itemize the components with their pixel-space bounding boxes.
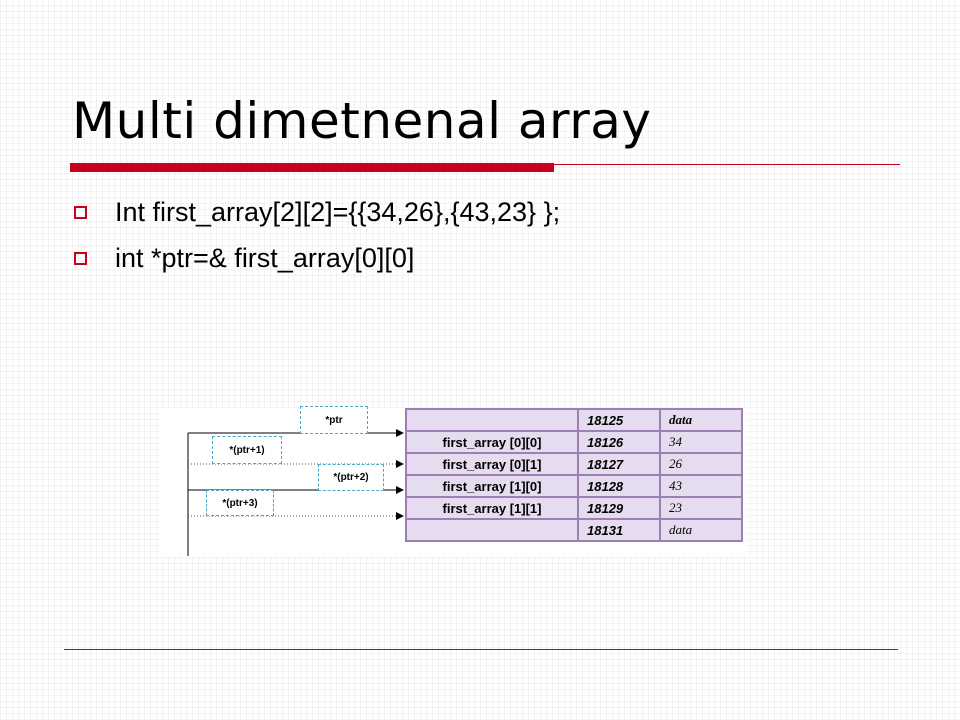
row-address: 18131 [577, 518, 661, 542]
row-name: first_array [1][1] [405, 496, 579, 520]
row-name: first_array [1][0] [405, 474, 579, 498]
row-address: 18126 [577, 430, 661, 454]
table-row: 18125 data [405, 408, 743, 432]
title-underline-bar [70, 163, 554, 172]
bullet-text: Int first_array[2][2]={{34,26},{43,23} }… [115, 196, 561, 227]
row-address: 18125 [577, 408, 661, 432]
row-name [405, 518, 579, 542]
pointer-box-ptr-1: *(ptr+1) [212, 436, 282, 464]
row-address: 18127 [577, 452, 661, 476]
table-row: first_array [1][0] 18128 43 [405, 474, 743, 498]
table-row: first_array [0][1] 18127 26 [405, 452, 743, 476]
row-name: first_array [0][1] [405, 452, 579, 476]
table-row: first_array [1][1] 18129 23 [405, 496, 743, 520]
row-address: 18128 [577, 474, 661, 498]
memory-table: 18125 data first_array [0][0] 18126 34 f… [405, 408, 743, 542]
slide-title: Multi dimetnenal array [72, 92, 652, 150]
pointer-box-ptr-2: *(ptr+2) [318, 464, 384, 491]
row-value: 43 [659, 474, 743, 498]
row-value: data [659, 408, 743, 432]
table-row: first_array [0][0] 18126 34 [405, 430, 743, 454]
pointer-box-ptr-3: *(ptr+3) [206, 490, 274, 516]
row-address: 18129 [577, 496, 661, 520]
square-bullet-icon [74, 251, 87, 265]
row-value: data [659, 518, 743, 542]
row-value: 23 [659, 496, 743, 520]
bullet-item: Int first_array[2][2]={{34,26},{43,23} }… [74, 192, 560, 232]
row-value: 34 [659, 430, 743, 454]
memory-diagram: *ptr *(ptr+1) *(ptr+2) *(ptr+3) 18125 da… [160, 406, 746, 556]
row-name [405, 408, 579, 432]
bullet-list: Int first_array[2][2]={{34,26},{43,23} }… [74, 192, 560, 284]
row-value: 26 [659, 452, 743, 476]
bullet-text: int *ptr=& first_array[0][0] [115, 242, 415, 273]
pointer-box-ptr: *ptr [300, 406, 368, 434]
square-bullet-icon [74, 205, 87, 219]
row-name: first_array [0][0] [405, 430, 579, 454]
bullet-item: int *ptr=& first_array[0][0] [74, 238, 560, 278]
title-underline-rule [554, 164, 900, 165]
footer-rule [64, 649, 898, 650]
table-row: 18131 data [405, 518, 743, 542]
